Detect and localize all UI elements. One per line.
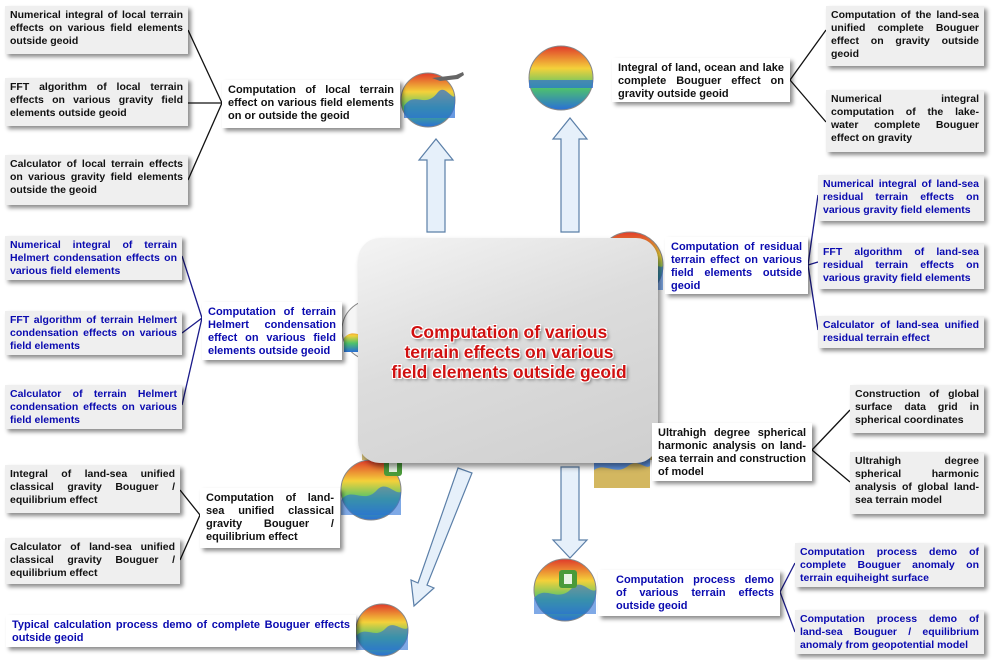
leaf-local-calculator: Calculator of local terrain effects on v… bbox=[5, 155, 188, 205]
connectors-spherical bbox=[811, 409, 851, 483]
airplane-small-icon bbox=[432, 72, 464, 81]
center-title-line2: terrain effects on various bbox=[404, 342, 614, 362]
leaf-helmert-calculator: Calculator of terrain Helmert condensati… bbox=[5, 385, 182, 429]
hub-residual-terrain: Computation of residual terrain effect o… bbox=[665, 237, 808, 294]
thumbnail-local bbox=[400, 72, 456, 128]
leaf-helmert-numerical: Numerical integral of terrain Helmert co… bbox=[5, 236, 182, 280]
hub-classical-bouguer: Computation of land-sea unified classica… bbox=[200, 488, 340, 548]
thumbnail-demo bbox=[533, 558, 597, 622]
center-title: Computation of various terrain effects o… bbox=[362, 322, 656, 382]
leaf-residual-fft: FFT algorithm of land-sea residual terra… bbox=[818, 243, 984, 289]
connectors-demo bbox=[779, 562, 796, 633]
leaf-bouguer-land-sea: Computation of the land-sea unified comp… bbox=[826, 6, 984, 66]
leaf-classical-calculator: Calculator of land-sea unified classical… bbox=[5, 538, 180, 584]
leaf-spherical-grid: Construction of global surface data grid… bbox=[850, 385, 984, 433]
arrow-up-right bbox=[551, 117, 589, 233]
thumbnail-classical bbox=[340, 458, 402, 521]
arrow-up-left bbox=[417, 138, 455, 233]
leaf-helmert-fft: FFT algorithm of terrain Helmert condens… bbox=[5, 311, 182, 355]
hub-spherical-harmonic: Ultrahigh degree spherical harmonic anal… bbox=[652, 423, 812, 481]
leaf-bouguer-lake: Numerical integral computation of the la… bbox=[826, 90, 984, 152]
hub-typical-demo: Typical calculation process demo of comp… bbox=[6, 615, 356, 647]
connectors-residual bbox=[807, 194, 819, 331]
hub-helmert: Computation of terrain Helmert condensat… bbox=[202, 302, 342, 360]
center-panel bbox=[358, 238, 658, 463]
center-title-line1: Computation of various bbox=[410, 322, 608, 342]
leaf-demo-equiheight: Computation process demo of complete Bou… bbox=[795, 543, 984, 587]
leaf-residual-numerical: Numerical integral of land-sea residual … bbox=[818, 175, 984, 221]
thumbnail-typical bbox=[355, 603, 409, 657]
leaf-local-numerical: Numerical integral of local terrain effe… bbox=[5, 6, 188, 54]
thumbnail-bouguer bbox=[528, 45, 594, 111]
connectors-bouguer bbox=[789, 29, 827, 123]
leaf-residual-calculator: Calculator of land-sea unified residual … bbox=[818, 316, 984, 348]
hub-process-demo: Computation process demo of various terr… bbox=[598, 570, 780, 616]
arrow-down-center bbox=[551, 466, 589, 559]
center-title-line3: field elements outside geoid bbox=[391, 362, 627, 382]
arrows bbox=[410, 117, 589, 608]
connectors-classical bbox=[179, 489, 201, 561]
leaf-classical-integral: Integral of land-sea unified classical g… bbox=[5, 465, 180, 513]
leaf-demo-geopotential: Computation process demo of land-sea Bou… bbox=[795, 610, 984, 654]
hub-complete-bouguer: Integral of land, ocean and lake complet… bbox=[612, 58, 790, 102]
hub-local-terrain: Computation of local terrain effect on v… bbox=[222, 80, 400, 128]
leaf-spherical-analysis: Ultrahigh degree spherical harmonic anal… bbox=[850, 452, 984, 514]
leaf-local-fft: FFT algorithm of local terrain effects o… bbox=[5, 78, 188, 126]
arrow-down-left bbox=[410, 467, 473, 608]
connectors-helmert bbox=[181, 255, 203, 406]
connectors-local bbox=[187, 29, 223, 181]
